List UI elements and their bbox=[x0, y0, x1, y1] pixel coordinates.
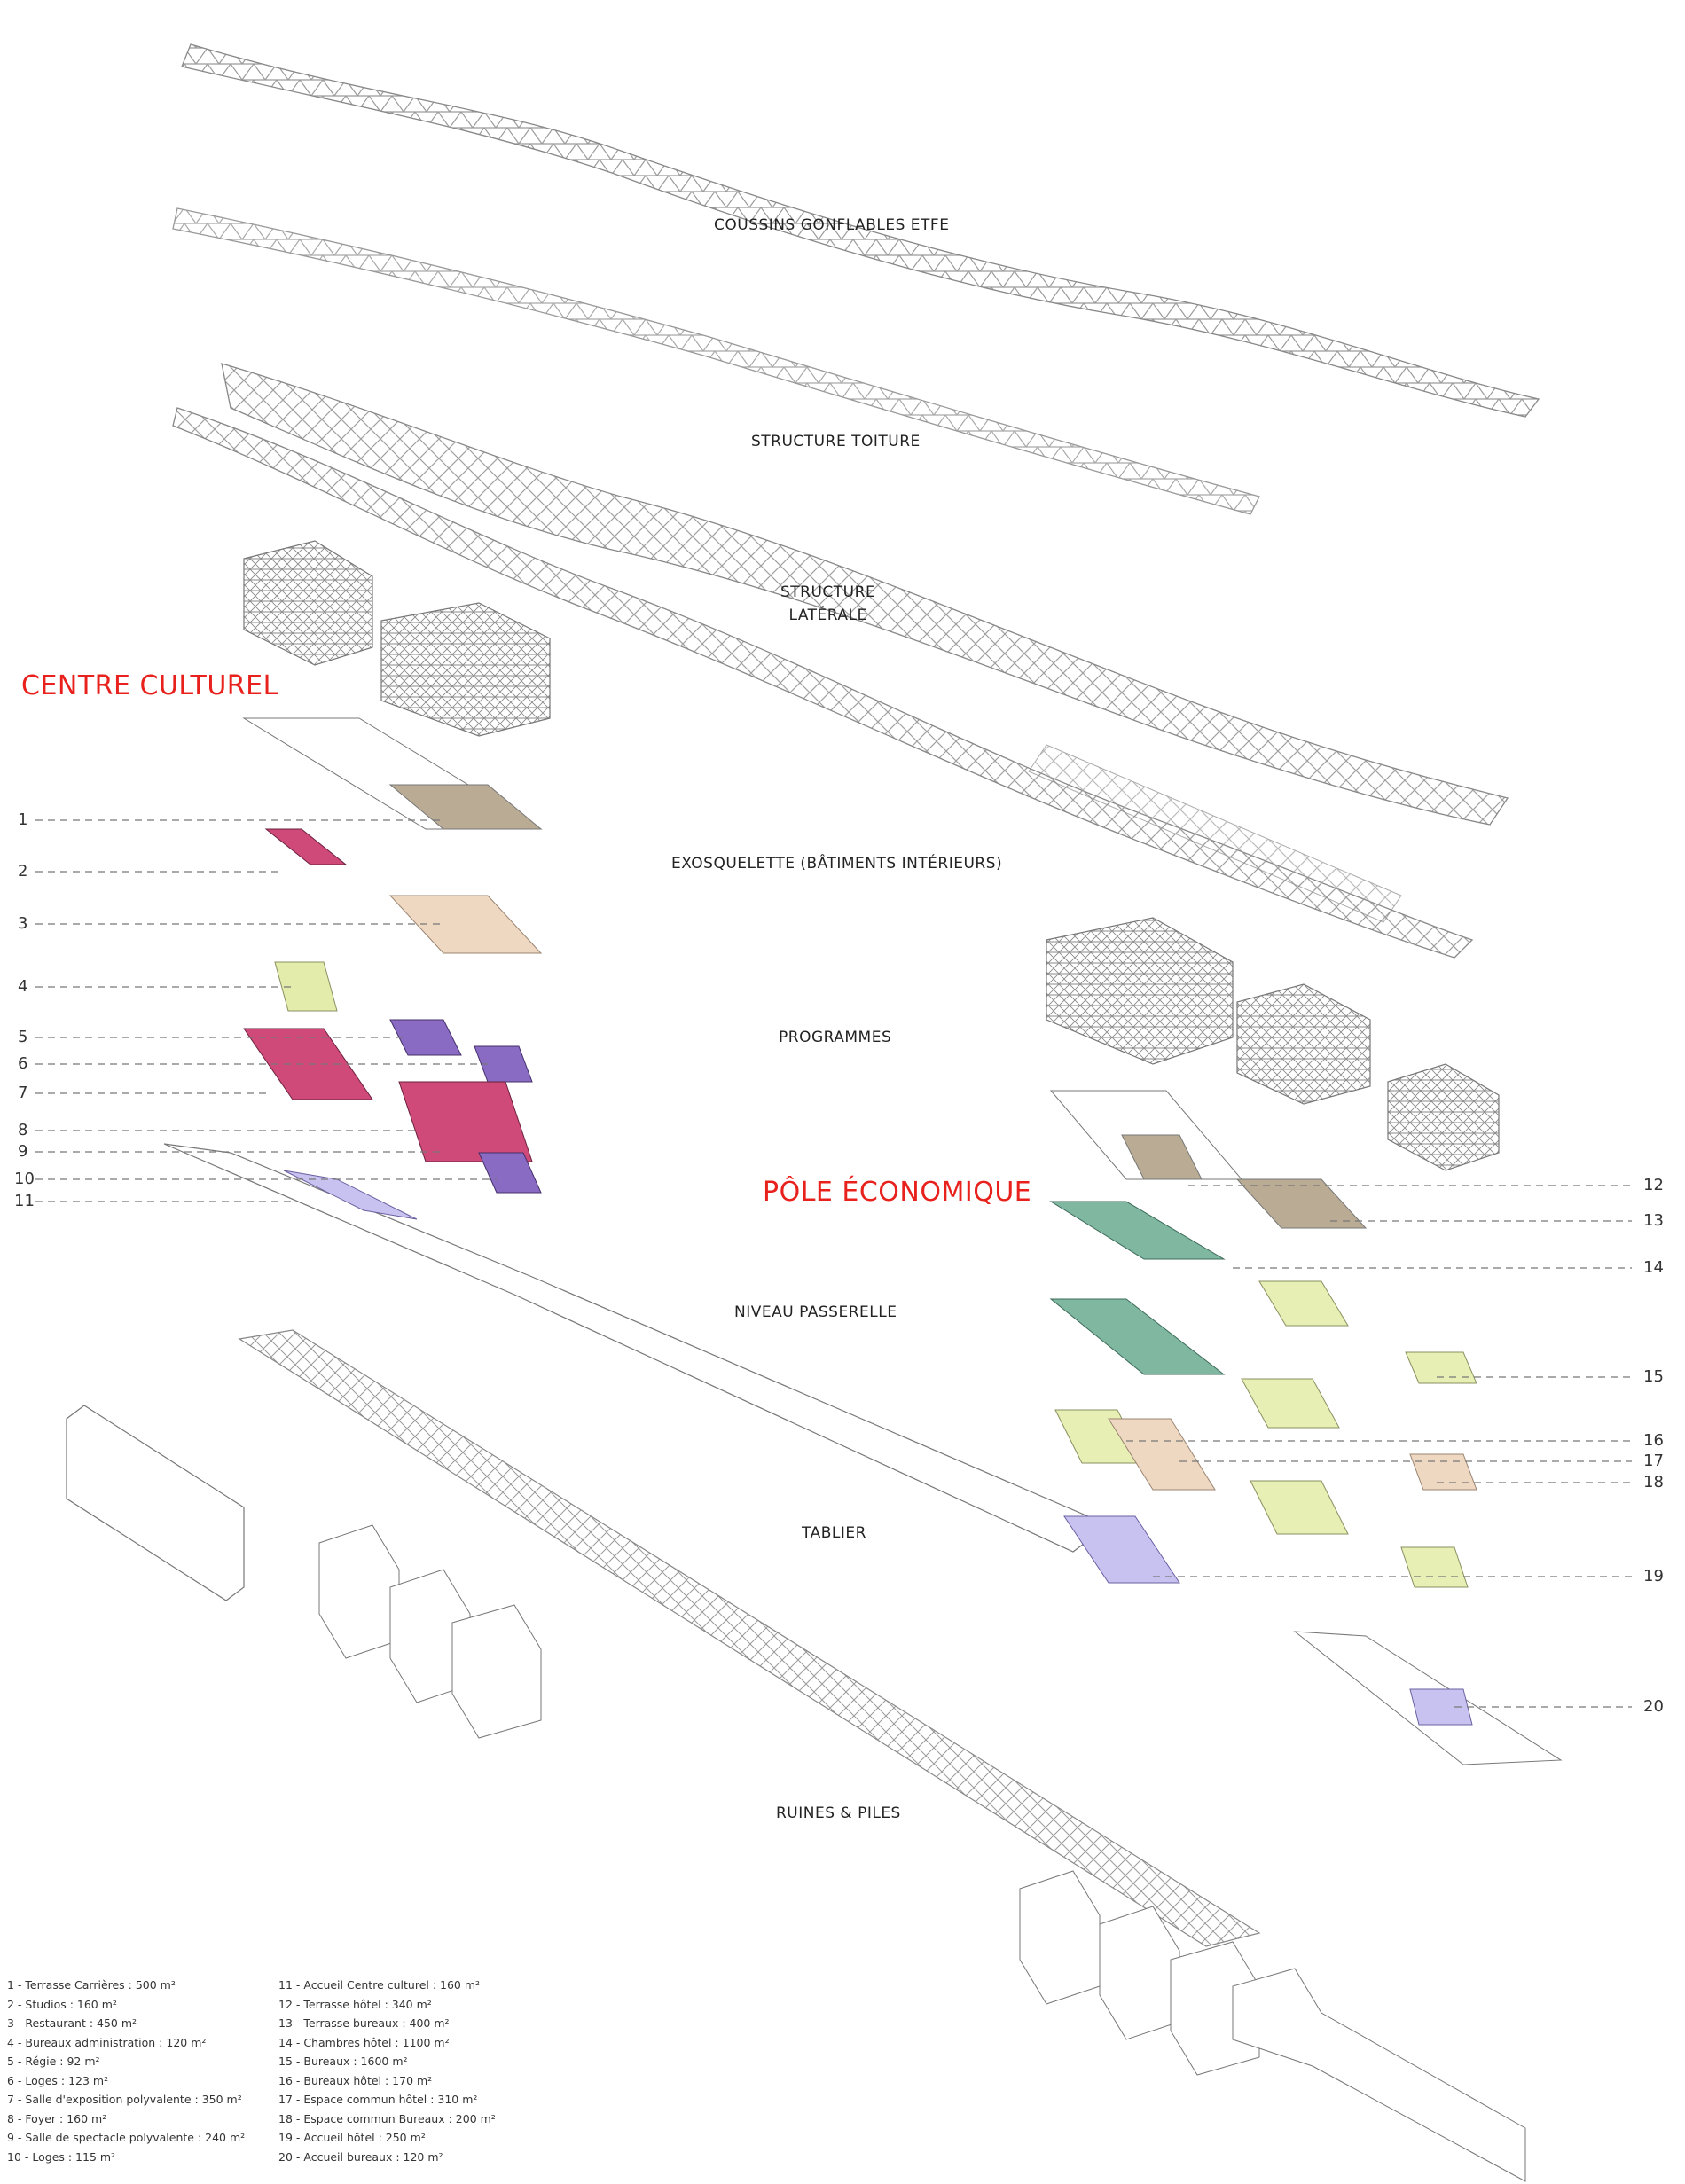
legend-item: 18 - Espace commun Bureaux : 200 m² bbox=[278, 2111, 496, 2125]
legend-item: 14 - Chambres hôtel : 1100 m² bbox=[278, 2035, 450, 2049]
ruins-piles-right bbox=[1019, 1870, 1526, 2182]
program-number: 16 bbox=[1643, 1431, 1664, 1450]
legend-item: 4 - Bureaux administration : 120 m² bbox=[7, 2035, 207, 2049]
legend-item: 7 - Salle d'exposition polyvalente : 350… bbox=[7, 2093, 242, 2106]
passerelle-deck bbox=[163, 1143, 1180, 1584]
legend-item: 6 - Loges : 123 m² bbox=[7, 2073, 109, 2087]
etfe-lower-band bbox=[172, 207, 1260, 515]
layer-label-lateral-structure: STRUCTURE LATÉRALE bbox=[780, 583, 876, 624]
legend-item: 5 - Régie : 92 m² bbox=[7, 2055, 100, 2068]
legend-left-column: 1 - Terrasse Carrières : 500 m² 2 - Stud… bbox=[7, 1976, 245, 2166]
program-number: 1 bbox=[18, 810, 28, 829]
program-number: 5 bbox=[18, 1028, 28, 1046]
program-slabs-right bbox=[1049, 1090, 1477, 1588]
program-number: 3 bbox=[18, 914, 28, 933]
program-number: 12 bbox=[1643, 1176, 1664, 1194]
layer-label-programmes: PROGRAMMES bbox=[779, 1029, 892, 1046]
legend-item: 8 - Foyer : 160 m² bbox=[7, 2111, 107, 2125]
program-number: 13 bbox=[1643, 1211, 1664, 1230]
program-number: 2 bbox=[18, 862, 28, 881]
legend-item: 17 - Espace commun hôtel : 310 m² bbox=[278, 2093, 478, 2106]
program-number: 6 bbox=[18, 1054, 28, 1073]
legend-right-column: 11 - Accueil Centre culturel : 160 m² 12… bbox=[278, 1976, 496, 2166]
zone-title-economique: PÔLE ÉCONOMIQUE bbox=[763, 1177, 1032, 1208]
layer-label-tablier: TABLIER bbox=[802, 1524, 866, 1542]
layer-label-roof-structure: STRUCTURE TOITURE bbox=[751, 433, 921, 450]
legend-item: 16 - Bureaux hôtel : 170 m² bbox=[278, 2073, 433, 2087]
legend-item: 19 - Accueil hôtel : 250 m² bbox=[278, 2131, 426, 2144]
legend-item: 15 - Bureaux : 1600 m² bbox=[278, 2055, 408, 2068]
lateral-structure-left bbox=[243, 540, 551, 737]
program-number: 9 bbox=[18, 1142, 28, 1161]
legend-item: 20 - Accueil bureaux : 120 m² bbox=[278, 2149, 443, 2164]
program-number: 19 bbox=[1643, 1567, 1664, 1585]
layer-label-ruines: RUINES & PILES bbox=[776, 1804, 901, 1822]
layer-label-passerelle: NIVEAU PASSERELLE bbox=[734, 1303, 897, 1321]
etfe-cushions-layer bbox=[181, 43, 1540, 418]
tablier-layer bbox=[238, 1329, 1261, 1947]
program-number: 11 bbox=[14, 1192, 35, 1210]
ruins-piles-left bbox=[66, 1405, 542, 1739]
legend-item: 9 - Salle de spectacle polyvalente : 240… bbox=[7, 2131, 246, 2144]
legend-item: 1 - Terrasse Carrières : 500 m² bbox=[7, 1978, 176, 1992]
program-number: 8 bbox=[18, 1121, 28, 1139]
legend-item: 10 - Loges : 115 m² bbox=[7, 2149, 116, 2164]
legend-item: 12 - Terrasse hôtel : 340 m² bbox=[278, 1997, 432, 2011]
legend-item: 11 - Accueil Centre culturel : 160 m² bbox=[278, 1978, 481, 1992]
layer-label-exoskeleton: EXOSQUELETTE (BÂTIMENTS INTÉRIEURS) bbox=[671, 855, 1003, 873]
zone-title-culturel: CENTRE CULTUREL bbox=[21, 670, 278, 701]
program-number: 4 bbox=[18, 977, 28, 996]
program-number: 10 bbox=[14, 1170, 35, 1188]
program-number: 7 bbox=[18, 1084, 28, 1102]
program-number: 18 bbox=[1643, 1473, 1664, 1491]
program-number: 14 bbox=[1643, 1258, 1664, 1277]
program-number: 17 bbox=[1643, 1452, 1664, 1470]
legend-item: 13 - Terrasse bureaux : 400 m² bbox=[278, 2016, 450, 2030]
tablier-deck bbox=[1293, 1631, 1563, 1765]
layer-label-etfe: COUSSINS GONFLABLES ETFE bbox=[714, 216, 950, 234]
program-number: 20 bbox=[1643, 1697, 1664, 1716]
program-slabs-left bbox=[242, 717, 543, 1194]
roof-structure-layer bbox=[172, 363, 1509, 959]
lateral-structure-right bbox=[1046, 917, 1500, 1171]
leader-lines bbox=[35, 819, 1632, 1708]
program-number: 15 bbox=[1643, 1367, 1664, 1386]
legend-item: 2 - Studios : 160 m² bbox=[7, 1997, 117, 2011]
legend-item: 3 - Restaurant : 450 m² bbox=[7, 2016, 137, 2030]
